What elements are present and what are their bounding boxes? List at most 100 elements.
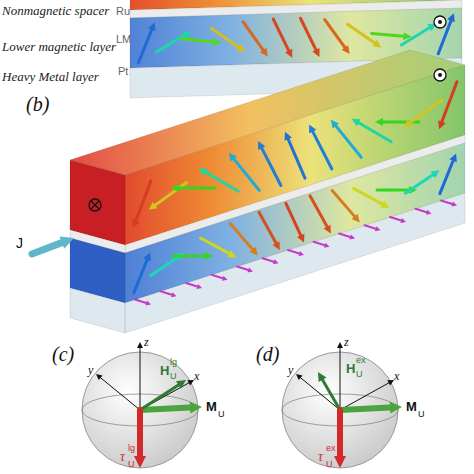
spin-current-arrow: [237, 267, 248, 271]
field-vector-head: [176, 380, 186, 389]
vector-label: H: [160, 364, 169, 377]
spin-current-arrow-head: [400, 218, 406, 223]
spin-current-arrow-head: [247, 268, 253, 273]
y-axis-head: [96, 374, 103, 380]
lower-magnetization-arrow: [134, 260, 147, 293]
superscript: ex: [356, 356, 366, 365]
torque-vector: [137, 410, 143, 456]
lower-magnetization-arrow-head: [324, 225, 331, 234]
spin-current-arrow-head: [273, 259, 279, 264]
out-of-plane-dot: [438, 20, 442, 24]
layer-label: LM: [116, 34, 131, 45]
y-axis: [101, 378, 140, 410]
z-axis-head: [337, 342, 343, 348]
upper-magnetization-arrow: [179, 186, 215, 189]
into-plane-symbol: [89, 199, 101, 211]
lower-magnetization-arrow: [230, 224, 252, 250]
vector-label: τ: [120, 450, 125, 464]
spin-current-arrow: [314, 242, 325, 246]
upper-magnetization-arrow-head: [375, 118, 383, 126]
subscript: U: [326, 460, 333, 469]
spin-current-arrow-head: [375, 226, 381, 231]
magnetization-arrow: [211, 28, 238, 47]
torque-vector: [337, 410, 343, 456]
spin-current-arrow-head: [171, 292, 177, 297]
magnetization-arrow: [401, 28, 429, 45]
panel-label: (d): [256, 344, 279, 364]
axis-label: y: [288, 364, 293, 376]
upper-magnetization-arrow: [234, 159, 259, 190]
upper-magnetization-arrow-head: [258, 141, 265, 150]
current-label: J: [16, 236, 23, 250]
axis-label: z: [144, 336, 149, 348]
layer-label: Ru: [116, 6, 130, 17]
magnetization-arrow-head: [285, 49, 292, 58]
magnetization-arrow: [181, 39, 213, 42]
upper-magnetization-arrow-head: [199, 168, 208, 175]
vector-label: H: [346, 362, 355, 375]
upper-magnetization-arrow: [288, 139, 305, 178]
z-axis-head: [137, 342, 143, 348]
into-plane-cross: [91, 201, 99, 209]
magnetization-arrow-head: [260, 48, 268, 57]
upper-magnetization-arrow: [155, 183, 186, 205]
upper-magnetization-arrow-head: [438, 120, 445, 129]
field-vector-head: [318, 372, 326, 382]
z-axis: [140, 348, 141, 410]
out-of-plane-symbol: [434, 69, 446, 81]
lower-magnetization-arrow-head: [250, 247, 258, 256]
spin-current-arrow: [441, 201, 452, 205]
lower-magnetization-arrow-head: [449, 153, 456, 162]
upper-magnetization-arrow-head: [285, 132, 292, 141]
magnetization-arrow: [138, 30, 151, 63]
axis-label: y: [88, 364, 93, 376]
spin-current-arrow: [365, 225, 376, 229]
magnetization-arrow-head: [372, 40, 381, 48]
axis-label: x: [194, 370, 199, 382]
torque-vector-head: [334, 456, 346, 468]
layer-label: Pt: [118, 66, 128, 77]
magnetization-vector: [340, 408, 390, 410]
lower-magnetization-arrow-head: [297, 234, 304, 243]
magnetization-arrow-head: [447, 13, 454, 22]
spin-current-arrow: [390, 217, 401, 221]
heavy-metal-layer-end: [70, 288, 125, 333]
magnetization-vector-head: [390, 402, 402, 414]
lower-magnetization-arrow-head: [431, 170, 440, 178]
upper-magnetization-arrow-head: [309, 125, 316, 134]
out-of-plane-symbol: [434, 16, 446, 28]
upper-magnetization-arrow: [136, 181, 151, 221]
upper-magnetization-arrow: [206, 172, 239, 191]
upper-magnetization-arrow: [336, 126, 361, 157]
torque-vector-head: [134, 456, 146, 468]
upper-magnetization-arrow: [442, 82, 457, 122]
axis-label: z: [344, 336, 349, 348]
lower-magnetization-arrow-head: [273, 241, 280, 250]
lower-magnetization-arrow: [173, 254, 205, 257]
upper-magnetization-arrow-head: [352, 119, 361, 126]
upper-magnetization-arrow: [313, 132, 332, 169]
spin-current-arrow-head: [145, 301, 151, 306]
layer-name: Nonmagnetic spacer: [2, 4, 109, 17]
lower-magnetization-arrow: [405, 175, 432, 193]
spin-current-arrow: [416, 209, 427, 213]
spin-current-arrow: [339, 234, 350, 238]
vector-label: M: [406, 400, 417, 413]
subscript: U: [418, 410, 425, 419]
lower-magnetization-arrow-head: [352, 214, 360, 223]
spin-current-arrow-head: [324, 243, 330, 248]
vector-label: τ: [318, 450, 323, 464]
y-axis: [301, 378, 340, 410]
lower-magnetization-arrow-head: [205, 252, 213, 260]
spin-current-arrow: [135, 300, 146, 304]
spin-current-arrow: [288, 250, 299, 254]
upper-magnetization-arrow-head: [132, 219, 139, 228]
current-arrow-head: [60, 237, 74, 249]
spin-current-arrow-head: [349, 235, 355, 240]
lower-magnetization-arrow: [259, 212, 276, 243]
magnetization-arrow: [325, 20, 345, 48]
magnetization-arrow: [372, 33, 404, 36]
spin-current-arrow-head: [426, 210, 432, 215]
upper-magnetization-arrow: [359, 123, 392, 142]
superscript: lg: [170, 358, 177, 367]
